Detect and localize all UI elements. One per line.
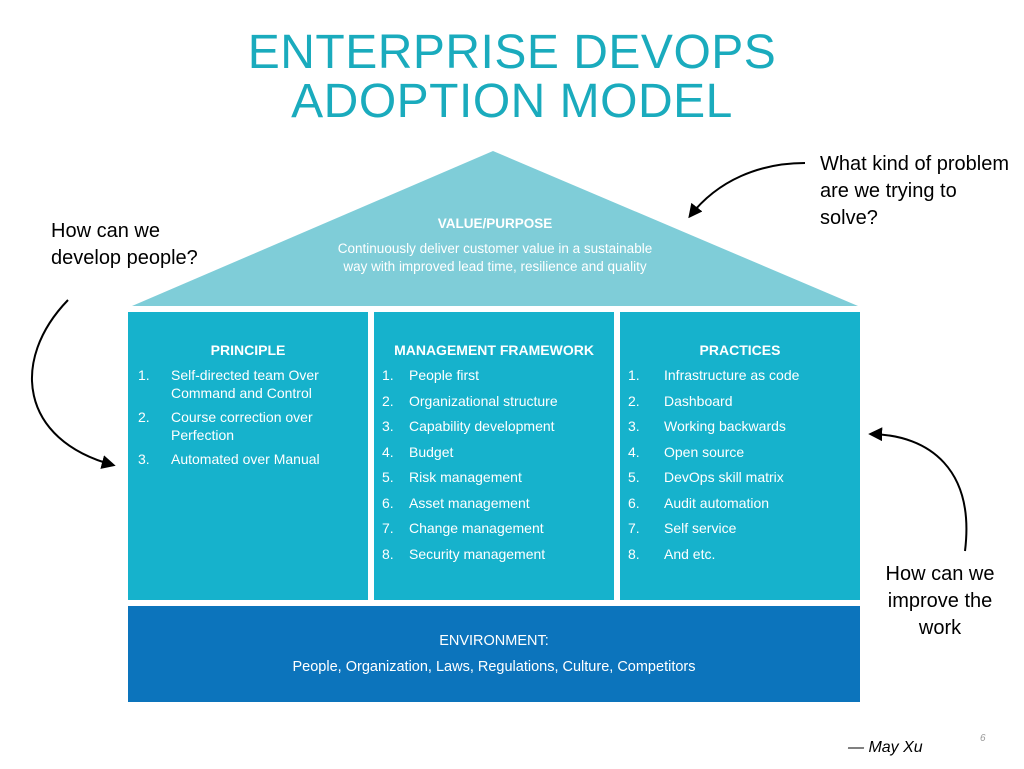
- list-text: Capability development: [409, 418, 555, 434]
- list-text: Infrastructure as code: [664, 367, 800, 383]
- list-item: 1. Self-directed team Over Command and Co…: [128, 366, 368, 402]
- list-item: 7. Self service: [620, 519, 860, 545]
- foundation-environment: ENVIRONMENT: People, Organization, Laws,…: [128, 606, 860, 702]
- principle-list: 1. Self-directed team Over Command and Co…: [128, 366, 368, 474]
- pillar-heading: PRACTICES: [699, 342, 781, 358]
- list-number: 2.: [138, 409, 150, 425]
- slide-title-line-1: ENTERPRISE DEVOPS: [247, 26, 777, 79]
- list-text: Dashboard: [664, 392, 733, 409]
- list-item: 2. Organizational structure: [374, 392, 614, 418]
- list-number: 3.: [628, 418, 640, 434]
- list-number: 6.: [382, 494, 394, 511]
- list-text: And etc.: [664, 545, 716, 562]
- list-text: Open source: [664, 443, 745, 460]
- pillar-heading: MANAGEMENT FRAMEWORK: [394, 342, 594, 358]
- list-text: Automated over Manual: [171, 451, 320, 467]
- page-number: 6: [980, 733, 986, 744]
- list-text: Self-directed team Over Command and Cont…: [171, 367, 319, 401]
- roof-heading: VALUE/PURPOSE: [437, 216, 553, 231]
- author-credit: — May Xu: [848, 739, 923, 756]
- list-text: Security management: [409, 545, 546, 562]
- list-item: 5. Risk management: [374, 468, 614, 494]
- list-number: 5.: [628, 469, 640, 485]
- list-text: Organizational structure: [409, 392, 558, 409]
- note-develop-people: How can we develop people?: [51, 220, 198, 269]
- list-number: 6.: [628, 494, 640, 511]
- environment-description: People, Organization, Laws, Regulations,…: [292, 659, 696, 675]
- list-number: 3.: [138, 451, 150, 467]
- arrow-right-top: [688, 162, 806, 219]
- list-item: 3. Capability development: [374, 417, 614, 443]
- list-number: 7.: [382, 520, 394, 536]
- list-number: 5.: [382, 469, 394, 485]
- list-text: People first: [409, 367, 480, 383]
- arrow-right-bottom: [868, 427, 968, 552]
- list-number: 1.: [382, 367, 394, 383]
- list-item: 8. And etc.: [620, 545, 860, 571]
- list-number: 2.: [382, 392, 394, 409]
- list-text: Asset management: [409, 494, 530, 511]
- list-number: 7.: [628, 520, 640, 536]
- list-item: 4. Budget: [374, 443, 614, 469]
- list-item: 2. Course correction over Perfection: [128, 408, 368, 444]
- list-text: Course correction over Perfection: [171, 409, 313, 443]
- list-number: 4.: [382, 443, 394, 460]
- roof-triangle: [132, 151, 858, 306]
- list-item: 4. Open source: [620, 443, 860, 469]
- list-number: 1.: [138, 367, 150, 383]
- list-item: 6. Asset management: [374, 494, 614, 520]
- management-list: 1. People first 2. Organizational structur…: [374, 366, 614, 570]
- practices-list: 1. Infrastructure as code 2. Dashboard 3. W…: [620, 366, 860, 570]
- list-item: 6. Audit automation: [620, 494, 860, 520]
- list-item: 3. Working backwards: [620, 417, 860, 443]
- list-text: Budget: [409, 443, 454, 460]
- list-text: Self service: [664, 520, 737, 536]
- list-number: 8.: [382, 545, 394, 562]
- list-item: 7. Change management: [374, 519, 614, 545]
- pillar-practices: PRACTICES 1. Infrastructure as code 2. Das…: [620, 312, 860, 600]
- list-text: Change management: [409, 520, 544, 536]
- pillar-principle: PRINCIPLE 1. Self-directed team Over Comm…: [128, 312, 368, 600]
- list-text: Working backwards: [664, 418, 786, 434]
- note-improve-work: How can we improve the work: [885, 563, 995, 639]
- list-number: 2.: [628, 392, 640, 409]
- list-item: 8. Security management: [374, 545, 614, 571]
- list-item: 2. Dashboard: [620, 392, 860, 418]
- slide-title-line-2: ADOPTION MODEL: [291, 75, 733, 128]
- list-number: 4.: [628, 443, 640, 460]
- pillar-heading: PRINCIPLE: [210, 342, 286, 358]
- list-number: 8.: [628, 545, 640, 562]
- list-item: 5. DevOps skill matrix: [620, 468, 860, 494]
- list-text: Risk management: [409, 469, 522, 485]
- roof-description: Continuously deliver customer value in a…: [337, 241, 653, 274]
- list-number: 1.: [628, 367, 640, 383]
- pillar-management-framework: MANAGEMENT FRAMEWORK 1. People first 2. Or…: [374, 312, 614, 600]
- list-item: 1. Infrastructure as code: [620, 366, 860, 392]
- list-text: Audit automation: [664, 494, 770, 511]
- list-number: 3.: [382, 418, 394, 434]
- note-problem: What kind of problem are we trying to so…: [820, 153, 1009, 229]
- list-item: 3. Automated over Manual: [128, 450, 368, 468]
- arrow-left: [30, 299, 116, 469]
- list-text: DevOps skill matrix: [664, 469, 784, 485]
- list-item: 1. People first: [374, 366, 614, 392]
- environment-heading: ENVIRONMENT:: [439, 633, 549, 649]
